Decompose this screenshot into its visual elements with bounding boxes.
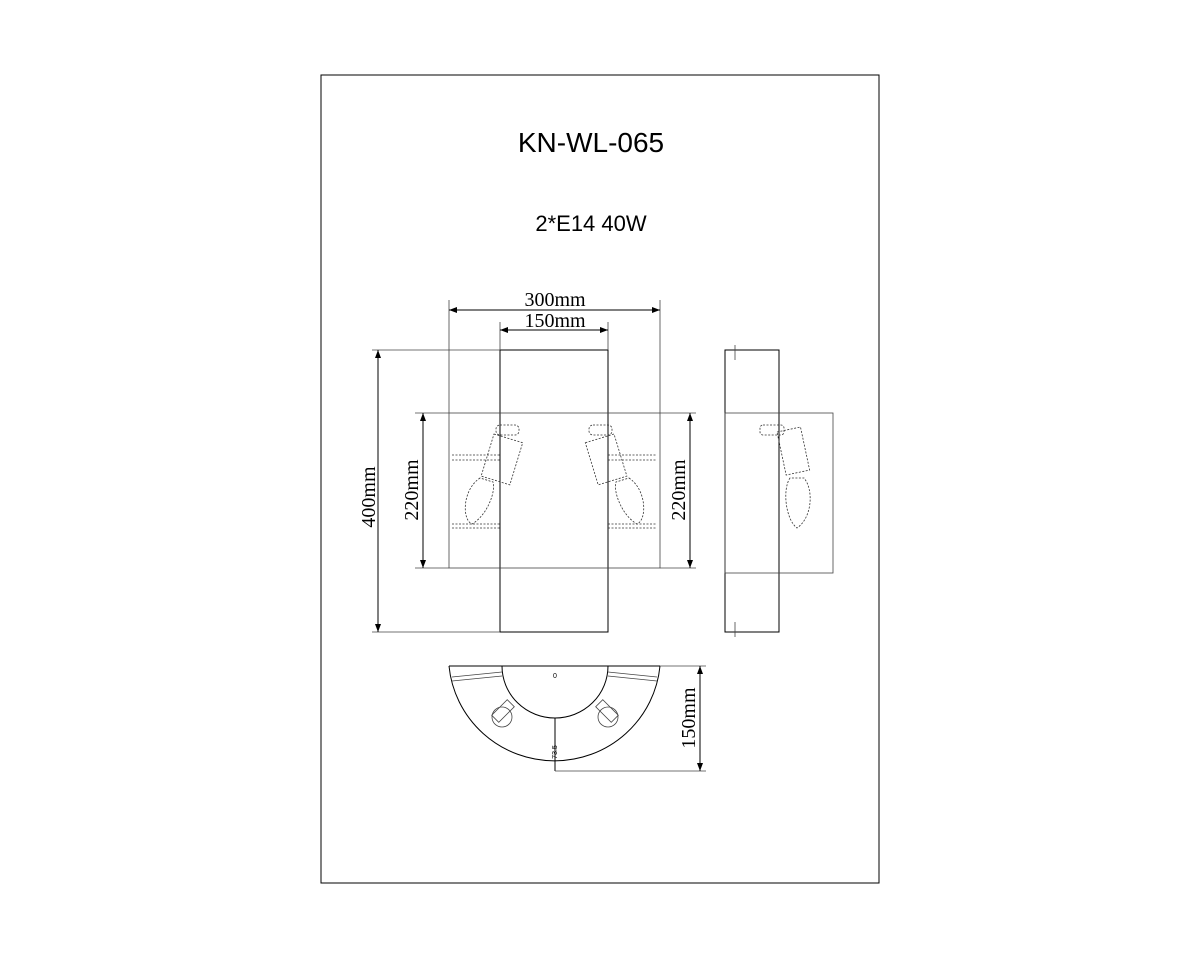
lamp-right bbox=[584, 424, 645, 525]
bulb bbox=[614, 477, 645, 525]
side-view bbox=[724, 345, 834, 637]
rod bbox=[451, 671, 503, 678]
rod bbox=[451, 675, 503, 682]
model-title: KN-WL-065 bbox=[518, 127, 664, 158]
center-mark: 0 bbox=[553, 673, 557, 680]
lamp-mount bbox=[588, 424, 613, 436]
side-shade bbox=[724, 412, 834, 574]
dim-height-front-right: 220mm bbox=[668, 459, 690, 521]
back-plate bbox=[499, 349, 609, 633]
front-shade bbox=[448, 412, 661, 569]
lamp-left bbox=[464, 424, 524, 525]
drawing-border bbox=[320, 74, 880, 884]
dim-depth: 150mm bbox=[678, 687, 700, 749]
radius-label: 73.5 bbox=[552, 745, 559, 759]
dim-height-front-left: 220mm bbox=[401, 459, 423, 521]
dim-width-total: 300mm bbox=[524, 289, 586, 311]
bottom-view: 0 73.5 150mm bbox=[448, 665, 706, 772]
rod bbox=[607, 675, 658, 682]
lamp-arm-right bbox=[595, 699, 619, 723]
lamp-arm-left bbox=[491, 699, 515, 723]
side-back-plate bbox=[724, 349, 780, 633]
bulb-spec: 2*E14 40W bbox=[535, 211, 647, 236]
lamp-socket bbox=[584, 433, 628, 486]
dim-height-total: 400mm bbox=[358, 466, 380, 528]
lamp-mount bbox=[495, 424, 520, 436]
bulb bbox=[464, 477, 495, 525]
lamp-socket bbox=[480, 433, 524, 486]
lamp-socket bbox=[776, 426, 811, 476]
dim-width-back: 150mm bbox=[524, 310, 586, 332]
bulb bbox=[785, 477, 811, 529]
lamp-head-left bbox=[491, 706, 513, 728]
lamp-head-right bbox=[597, 706, 619, 728]
lamp-mount bbox=[759, 424, 785, 436]
rod bbox=[607, 671, 658, 678]
front-view: 300mm 150mm 400mm 220mm 220mm bbox=[358, 289, 696, 633]
